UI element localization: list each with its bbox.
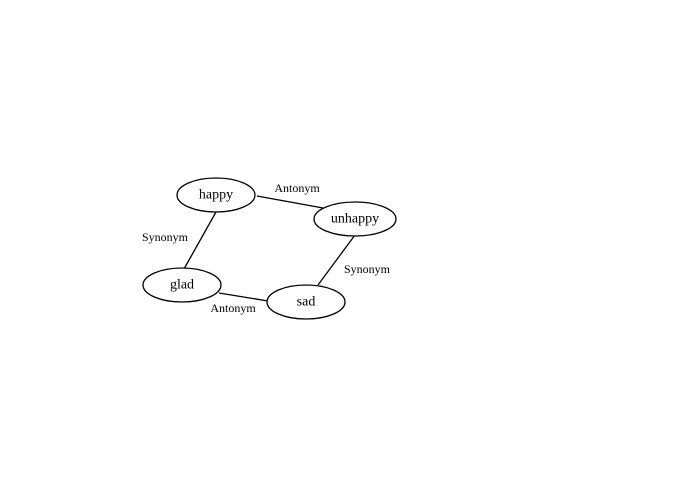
edge-happy-glad: Synonym xyxy=(142,211,217,270)
node-label-sad: sad xyxy=(297,295,316,310)
node-glad: glad xyxy=(142,267,222,303)
node-label-happy: happy xyxy=(199,188,233,203)
node-label-glad: glad xyxy=(170,278,194,293)
edge-label-antonym: Antonym xyxy=(274,181,320,195)
edge-label-synonym: Synonym xyxy=(344,262,391,276)
node-sad: sad xyxy=(266,284,346,320)
node-unhappy: unhappy xyxy=(313,201,397,237)
node-label-unhappy: unhappy xyxy=(331,212,379,227)
edge-happy-unhappy: Antonym xyxy=(256,181,324,209)
edge-label-synonym: Synonym xyxy=(142,230,189,244)
node-happy: happy xyxy=(176,177,256,213)
edge-unhappy-sad: Synonym xyxy=(317,234,391,286)
edge-glad-sad: Antonym xyxy=(210,292,269,315)
edge-label-antonym: Antonym xyxy=(210,301,256,315)
